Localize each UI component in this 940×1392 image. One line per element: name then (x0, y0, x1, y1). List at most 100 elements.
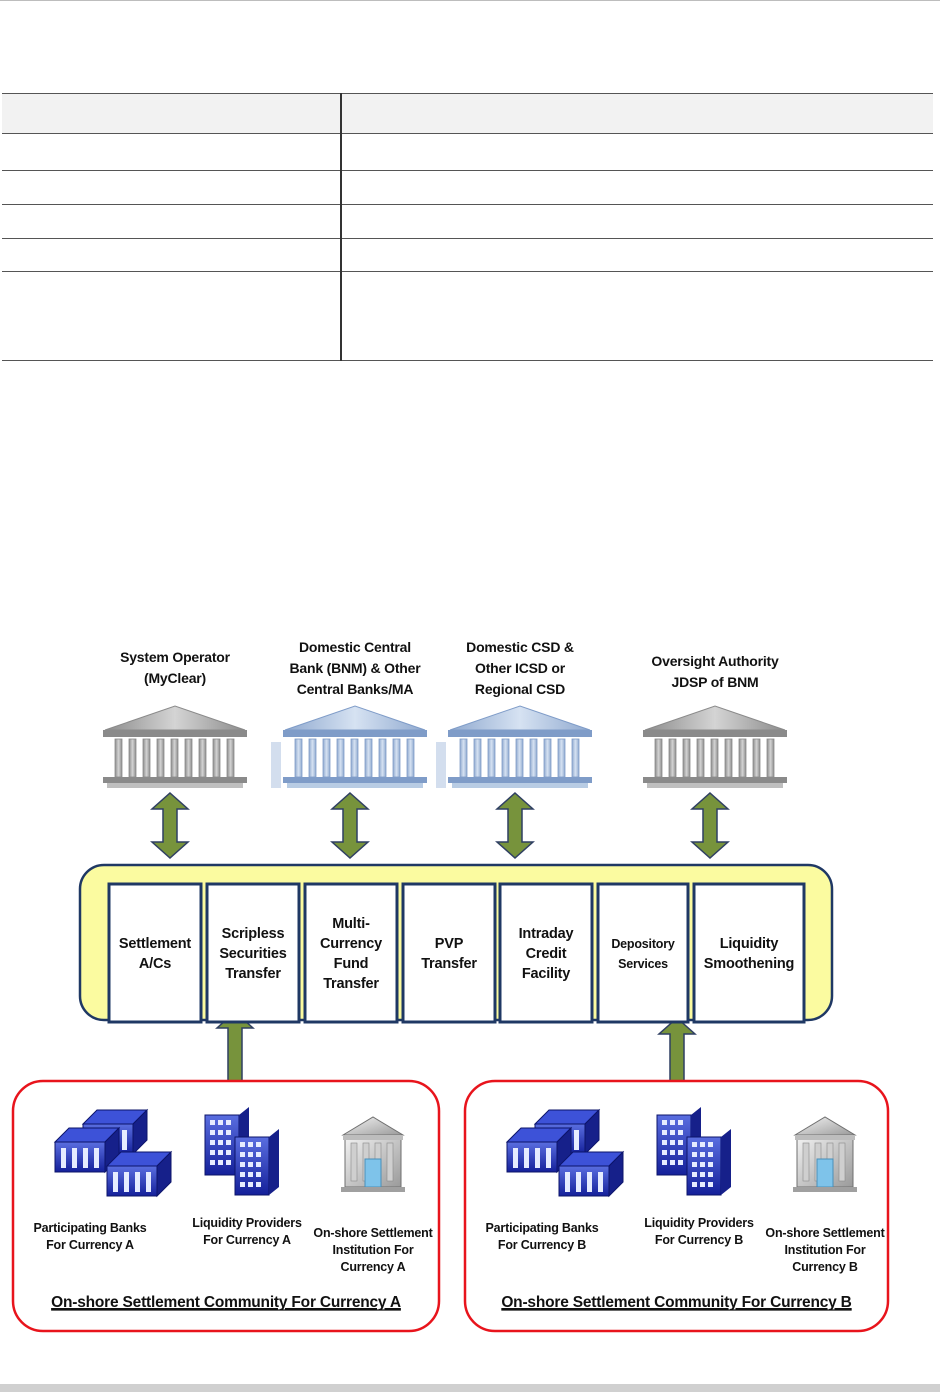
member-label-line: Institution For (784, 1243, 865, 1257)
member-label-line: For Currency B (655, 1233, 743, 1247)
service-box-frame (401, 882, 497, 1024)
authority-label-line: Domestic Central (299, 639, 411, 655)
table-rule (2, 271, 933, 272)
authority-label-line: Bank (BNM) & Other (290, 660, 422, 676)
bank-building-icon (271, 705, 427, 788)
service-label-line: PVP (435, 936, 464, 952)
community-title: On-shore Settlement Community For Curren… (51, 1294, 401, 1311)
banks-icon (53, 1108, 173, 1198)
bank-building-icon (643, 705, 787, 788)
table-rule (2, 170, 933, 171)
member-label-line: Participating Banks (486, 1221, 599, 1235)
service-label-line: Smoothening (704, 956, 794, 972)
settlement-system-diagram: System Operator (MyClear) Domestic Central… (11, 639, 890, 1333)
table-header-row (2, 93, 933, 133)
authority-label-line: Domestic CSD & (466, 639, 574, 655)
member-label-line: For Currency B (498, 1238, 586, 1252)
service-box-frame (205, 882, 301, 1024)
authority-label: Domestic CSD & Other ICSD or Regional CSD (466, 639, 574, 697)
service-box-frame (107, 882, 203, 1024)
authority-label-line: Oversight Authority (651, 653, 779, 669)
service-label-line: Fund (334, 956, 369, 972)
page-footer-band (0, 1384, 940, 1392)
service-label-line: Depository (611, 937, 675, 951)
authority-label-line: Other ICSD or (475, 660, 566, 676)
service-box-frame (596, 882, 690, 1024)
bank-building-icon (436, 705, 592, 788)
institution-building-icon (341, 1116, 405, 1192)
member-label-line: Participating Banks (34, 1221, 147, 1235)
double-arrow-icon (150, 791, 190, 860)
service-box-frame (498, 882, 594, 1024)
member-label-line: For Currency A (46, 1238, 134, 1252)
authorities-row: System Operator (MyClear) Domestic Central… (103, 639, 787, 788)
double-arrow-icon (690, 791, 730, 860)
table-rule (2, 204, 933, 205)
member-label-line: On-shore Settlement (765, 1226, 885, 1240)
member-label-line: Liquidity Providers (192, 1216, 302, 1230)
authority-label: System Operator (MyClear) (120, 649, 231, 686)
service-box-frame (692, 882, 806, 1024)
authority-label-line: System Operator (120, 649, 231, 665)
member-label-line: For Currency A (203, 1233, 291, 1247)
member-label-line: Institution For (332, 1243, 413, 1257)
table-rule (2, 133, 933, 134)
authority-label-line: (MyClear) (144, 670, 206, 686)
service-label-line: Services (618, 957, 668, 971)
service-label-line: Scripless (222, 926, 285, 942)
banks-icon (505, 1108, 625, 1198)
office-buildings-icon (204, 1107, 279, 1196)
service-label-line: Transfer (421, 956, 477, 972)
authority-label-line: JDSP of BNM (672, 674, 759, 690)
table-column-divider (340, 93, 342, 361)
service-label-line: A/Cs (139, 956, 171, 972)
service-label-line: Transfer (323, 976, 379, 992)
member-label-line: Currency A (341, 1260, 406, 1274)
authority-label-line: Regional CSD (475, 681, 565, 697)
service-box-frame (303, 882, 399, 1024)
table-rule (2, 93, 933, 94)
institution-building-icon (793, 1116, 857, 1192)
member-label-line: Currency B (792, 1260, 858, 1274)
member-label-line: Liquidity Providers (644, 1216, 754, 1230)
service-label-line: Securities (219, 946, 286, 962)
service-label-line: Transfer (225, 966, 281, 982)
authority-label-line: Central Banks/MA (297, 681, 414, 697)
member-label-line: On-shore Settlement (313, 1226, 433, 1240)
service-label-line: Facility (522, 966, 570, 982)
table-rule (2, 238, 933, 239)
community-title: On-shore Settlement Community For Curren… (501, 1294, 851, 1311)
table-rule (2, 360, 933, 361)
double-arrow-icon (495, 791, 535, 860)
bank-building-icon (103, 705, 247, 788)
service-label-line: Liquidity (720, 936, 779, 952)
service-label-line: Settlement (119, 936, 191, 952)
service-box: PVP Transfer (401, 882, 497, 1024)
service-label-line: Multi- (332, 916, 370, 932)
office-buildings-icon (656, 1107, 731, 1196)
page-top-rule (0, 0, 940, 1)
service-label-line: Intraday (519, 926, 574, 942)
service-label-line: Currency (320, 936, 382, 952)
